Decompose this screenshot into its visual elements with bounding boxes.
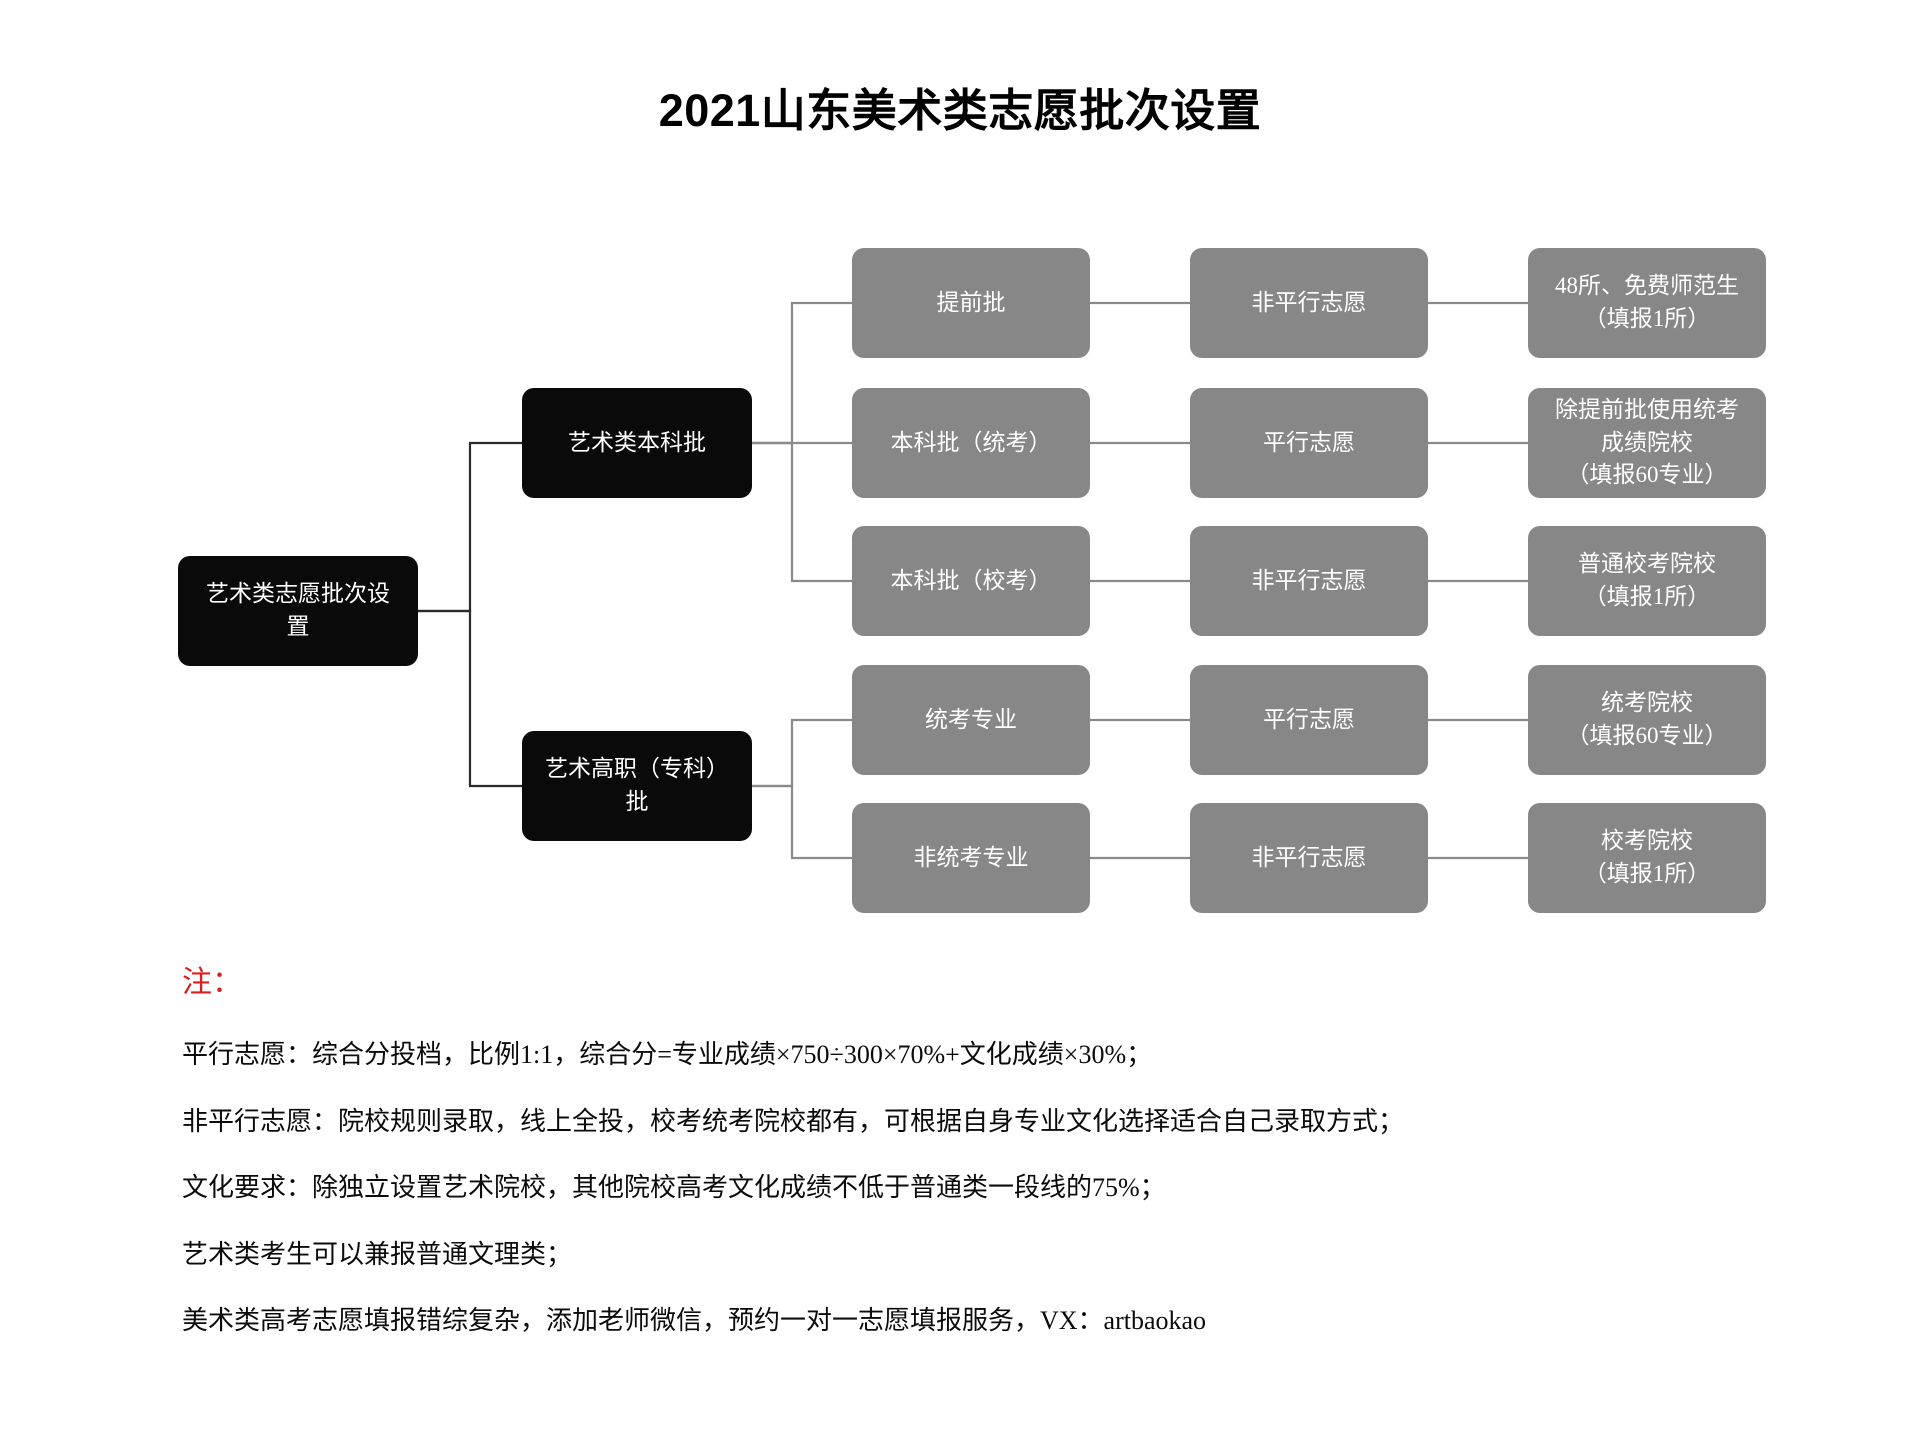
batch-node-3[interactable]: 本科批（校考） bbox=[852, 526, 1090, 636]
scope-node-4-label: 统考院校 （填报60专业） bbox=[1566, 690, 1728, 748]
branch-node-vocational[interactable]: 艺术高职（专科） 批 bbox=[522, 731, 752, 841]
mode-node-4[interactable]: 平行志愿 bbox=[1190, 665, 1428, 775]
note-line-non-parallel: 非平行志愿：院校规则录取，线上全投，校考统考院校都有，可根据自身专业文化选择适合… bbox=[182, 1106, 1405, 1136]
mode-node-5-label: 非平行志愿 bbox=[1251, 844, 1367, 870]
scope-node-1-label: 48所、免费师范生 （填报1所） bbox=[1555, 273, 1739, 331]
note-line-parallel: 平行志愿：综合分投档，比例1:1，综合分=专业成绩×750÷300×70%+文化… bbox=[182, 1040, 1153, 1069]
mode-node-1[interactable]: 非平行志愿 bbox=[1190, 248, 1428, 358]
scope-node-2[interactable]: 除提前批使用统考 成绩院校 （填报60专业） bbox=[1528, 388, 1766, 498]
branch-node-undergraduate[interactable]: 艺术类本科批 bbox=[522, 388, 752, 498]
scope-node-5-label: 校考院校 （填报1所） bbox=[1583, 828, 1711, 886]
note-line-contact: 美术类高考志愿填报错综复杂，添加老师微信，预约一对一志愿填报服务，VX：artb… bbox=[182, 1306, 1207, 1335]
root-node-label: 艺术类志愿批次设 置 bbox=[206, 581, 390, 639]
scope-node-4[interactable]: 统考院校 （填报60专业） bbox=[1528, 665, 1766, 775]
branch-node-vocational-label: 艺术高职（专科） 批 bbox=[545, 756, 729, 814]
batch-node-5[interactable]: 非统考专业 bbox=[852, 803, 1090, 913]
batch-node-3-label: 本科批（校考） bbox=[890, 567, 1052, 593]
batch-node-1-label: 提前批 bbox=[936, 289, 1006, 315]
branch-node-undergraduate-label: 艺术类本科批 bbox=[568, 429, 706, 455]
mode-node-2[interactable]: 平行志愿 bbox=[1190, 388, 1428, 498]
batch-node-2-label: 本科批（统考） bbox=[890, 429, 1052, 455]
scope-node-3[interactable]: 普通校考院校 （填报1所） bbox=[1528, 526, 1766, 636]
scope-node-5[interactable]: 校考院校 （填报1所） bbox=[1528, 803, 1766, 913]
scope-node-3-label: 普通校考院校 （填报1所） bbox=[1578, 551, 1716, 609]
mode-node-3[interactable]: 非平行志愿 bbox=[1190, 526, 1428, 636]
note-line-culture-requirement: 文化要求：除独立设置艺术院校，其他院校高考文化成绩不低于普通类一段线的75%； bbox=[182, 1173, 1166, 1202]
mode-node-4-label: 平行志愿 bbox=[1263, 706, 1355, 732]
mode-node-2-label: 平行志愿 bbox=[1263, 429, 1355, 455]
tree-connector-lines bbox=[418, 301, 1528, 860]
mode-node-1-label: 非平行志愿 bbox=[1251, 289, 1367, 315]
root-node[interactable]: 艺术类志愿批次设 置 bbox=[178, 556, 418, 666]
mode-node-3-label: 非平行志愿 bbox=[1251, 567, 1367, 593]
mode-node-5[interactable]: 非平行志愿 bbox=[1190, 803, 1428, 913]
batch-node-5-label: 非统考专业 bbox=[913, 844, 1029, 870]
scope-node-2-label: 除提前批使用统考 成绩院校 （填报60专业） bbox=[1555, 397, 1739, 488]
notes-section: 注： 平行志愿：综合分投档，比例1:1，综合分=专业成绩×750÷300×70%… bbox=[182, 965, 1822, 1338]
batch-node-1[interactable]: 提前批 bbox=[852, 248, 1090, 358]
note-line-dual-application: 艺术类考生可以兼报普通文理类； bbox=[182, 1239, 573, 1269]
scope-node-1[interactable]: 48所、免费师范生 （填报1所） bbox=[1528, 248, 1766, 358]
page-title: 2021山东美术类志愿批次设置 bbox=[658, 85, 1262, 136]
notes-heading: 注： bbox=[182, 966, 242, 999]
batch-node-2[interactable]: 本科批（统考） bbox=[852, 388, 1090, 498]
batch-node-4-label: 统考专业 bbox=[925, 706, 1017, 732]
batch-node-4[interactable]: 统考专业 bbox=[852, 665, 1090, 775]
org-tree-diagram: 艺术类志愿批次设 置 艺术类本科批 艺术高职（专科） 批 提前批 本科批（统考）… bbox=[178, 248, 1766, 913]
